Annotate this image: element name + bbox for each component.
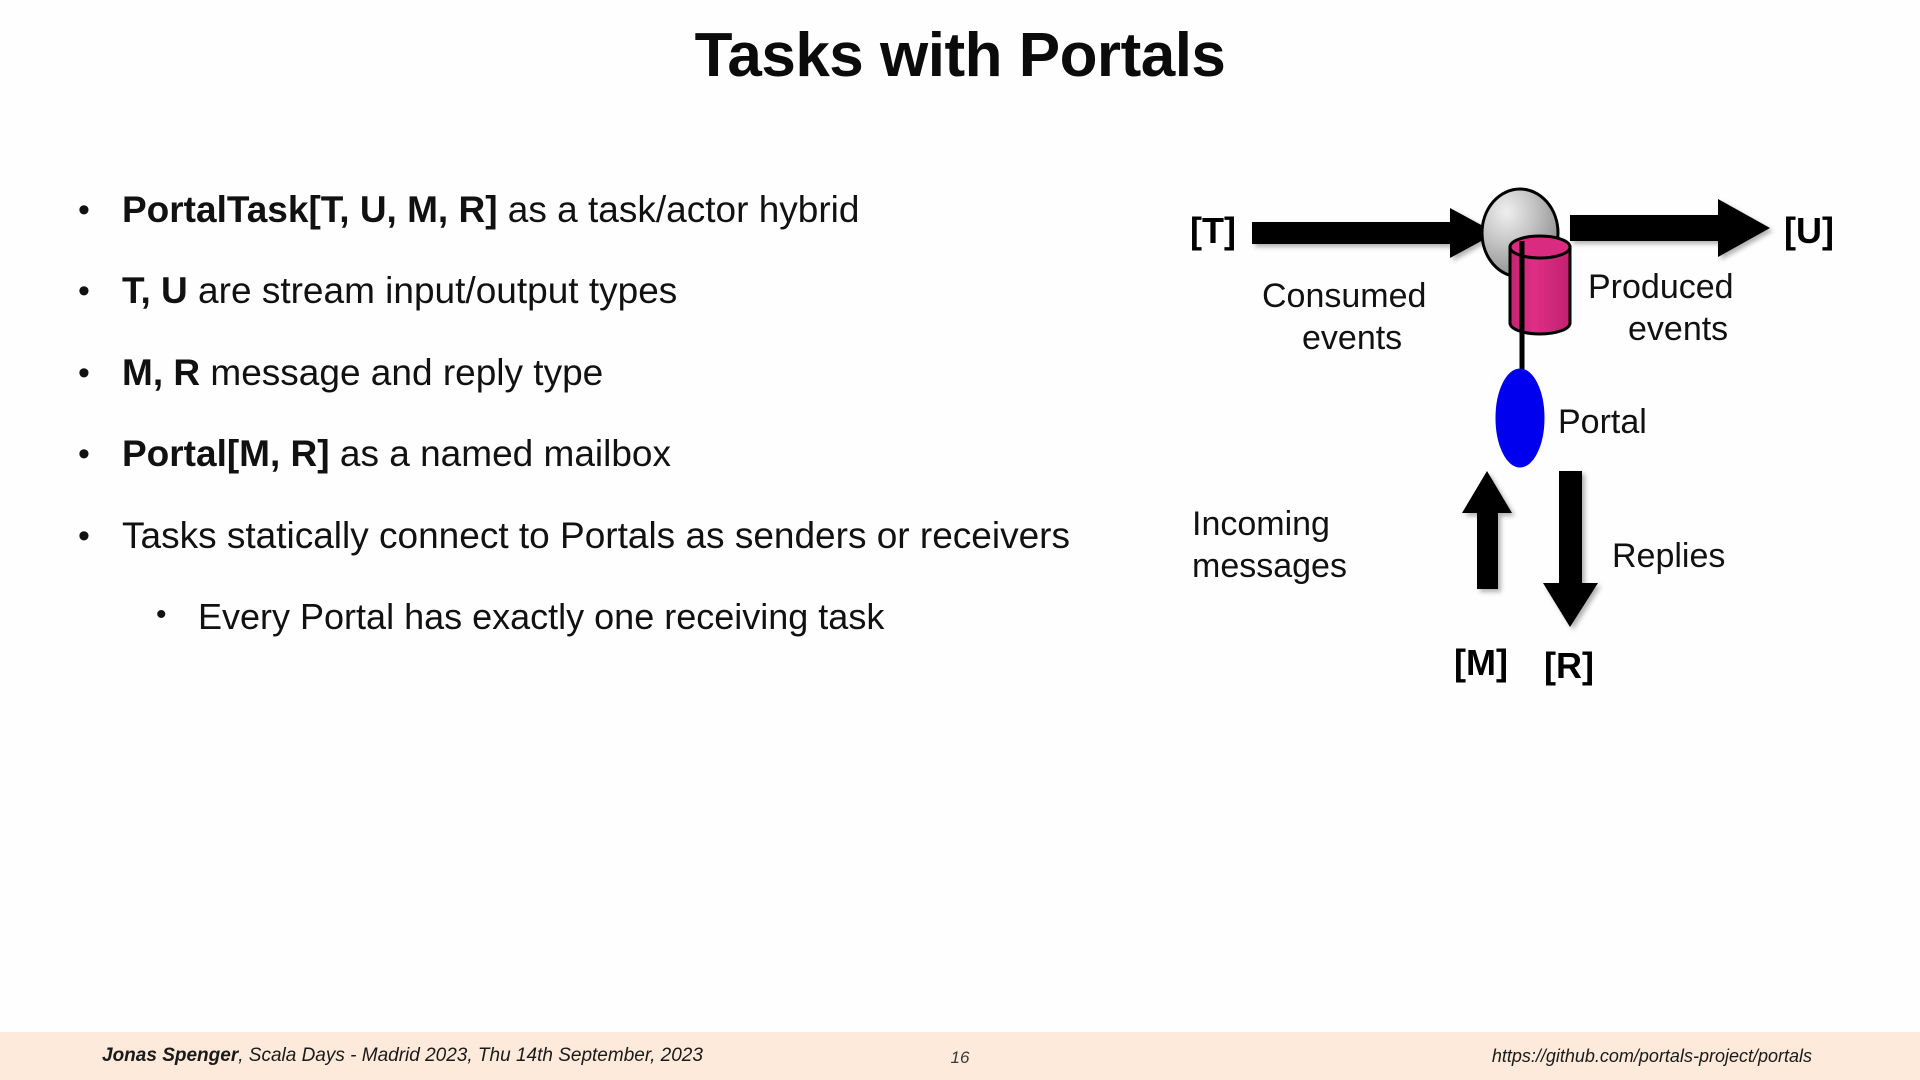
label-message-type: [M] bbox=[1454, 642, 1508, 683]
bullet-marker-icon: • bbox=[78, 272, 90, 311]
bullet-marker-icon: • bbox=[78, 435, 90, 474]
portal-ellipse-icon bbox=[1495, 368, 1545, 468]
list-item-sub: • Every Portal has exactly one receiving… bbox=[156, 595, 1158, 638]
bullet-bold-term: T, U bbox=[122, 270, 188, 312]
bullet-marker-icon: • bbox=[78, 191, 90, 229]
produced-events-label-line1: Produced bbox=[1588, 268, 1734, 306]
incoming-messages-label-line2: messages bbox=[1192, 547, 1347, 585]
bullet-text: PortalTask[T, U, M, R] as a task/actor h… bbox=[122, 188, 859, 232]
list-item: • M, R message and reply type bbox=[78, 351, 1158, 395]
list-item: • T, U are stream input/output types bbox=[78, 269, 1158, 313]
slide-footer: Jonas Spenger, Scala Days - Madrid 2023,… bbox=[0, 1032, 1920, 1080]
bullet-text: M, R message and reply type bbox=[122, 351, 603, 395]
list-item: • Portal[M, R] as a named mailbox bbox=[78, 432, 1158, 476]
bullet-text: Portal[M, R] as a named mailbox bbox=[122, 432, 671, 476]
bullet-rest: Every Portal has exactly one receiving t… bbox=[198, 595, 885, 637]
bullet-list: • PortalTask[T, U, M, R] as a task/actor… bbox=[78, 188, 1158, 675]
footer-author-line: Jonas Spenger, Scala Days - Madrid 2023,… bbox=[102, 1045, 703, 1067]
footer-event: , Scala Days - Madrid 2023, Thu 14th Sep… bbox=[238, 1045, 703, 1066]
bullet-marker-icon: • bbox=[78, 353, 90, 392]
state-cylinder-icon bbox=[1508, 234, 1572, 336]
label-output-type: [U] bbox=[1784, 210, 1834, 251]
slide-number: 16 bbox=[950, 1048, 970, 1067]
page-title: Tasks with Portals bbox=[694, 21, 1226, 90]
footer-url[interactable]: https://github.com/portals-project/porta… bbox=[1491, 1046, 1812, 1066]
incoming-messages-arrow-icon bbox=[1462, 471, 1512, 589]
label-reply-type: [R] bbox=[1544, 645, 1594, 686]
consumed-events-label-line1: Consumed bbox=[1262, 277, 1426, 315]
incoming-messages-label-line1: Incoming bbox=[1192, 505, 1330, 543]
replies-arrow-icon bbox=[1543, 471, 1598, 627]
replies-label: Replies bbox=[1612, 537, 1725, 575]
list-item: • Tasks statically connect to Portals as… bbox=[78, 514, 1158, 558]
bullet-marker-icon: • bbox=[156, 597, 167, 631]
bullet-rest: as a task/actor hybrid bbox=[497, 189, 860, 230]
bullet-bold-term: Portal[M, R] bbox=[122, 433, 330, 475]
bullet-rest: Tasks statically connect to Portals as s… bbox=[122, 514, 1070, 556]
bullet-rest: message and reply type bbox=[200, 351, 604, 393]
bullet-rest: as a named mailbox bbox=[329, 433, 672, 475]
bullet-bold-term: PortalTask[T, U, M, R] bbox=[122, 189, 498, 230]
consumed-events-label-line2: events bbox=[1302, 319, 1402, 357]
portal-task-diagram: [T] Consumed events [U] Produced events bbox=[1180, 175, 1880, 735]
portal-label: Portal bbox=[1558, 403, 1647, 441]
bullet-text: T, U are stream input/output types bbox=[122, 269, 677, 313]
list-item: • PortalTask[T, U, M, R] as a task/actor… bbox=[78, 188, 1158, 232]
bullet-marker-icon: • bbox=[78, 516, 90, 555]
label-input-type: [T] bbox=[1190, 210, 1236, 251]
produced-events-arrow-icon bbox=[1570, 199, 1770, 257]
bullet-text: Every Portal has exactly one receiving t… bbox=[198, 595, 884, 638]
bullet-text: Tasks statically connect to Portals as s… bbox=[122, 514, 1070, 558]
footer-author-name: Jonas Spenger bbox=[102, 1045, 239, 1066]
bullet-bold-term: M, R bbox=[122, 351, 201, 393]
produced-events-label-line2: events bbox=[1628, 310, 1728, 348]
consumed-events-arrow-icon bbox=[1252, 208, 1496, 258]
bullet-rest: are stream input/output types bbox=[187, 270, 678, 312]
